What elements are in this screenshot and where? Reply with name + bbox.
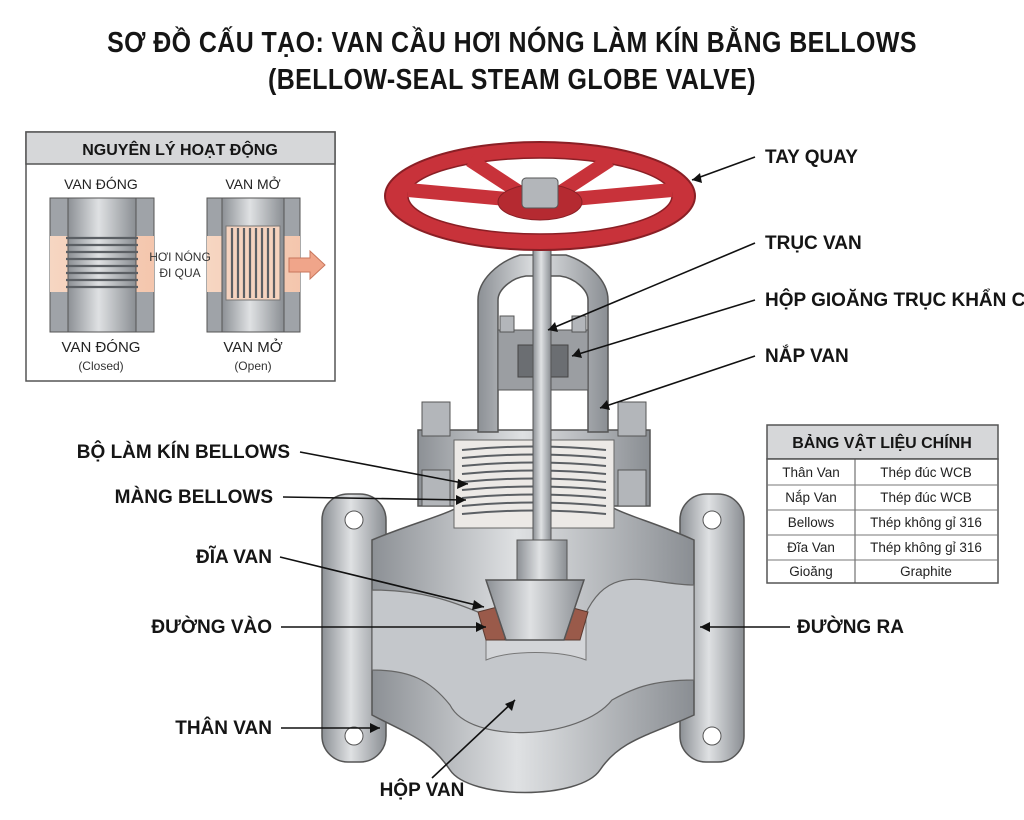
valve-stem [532,209,552,551]
materials-heading: BẢNG VẬT LIỆU CHÍNH [792,433,972,452]
flow-label-2: ĐI QUA [159,266,200,280]
closed-sketch [49,197,155,333]
valve-illustration [321,141,745,794]
label-chamber: HỘP VAN [380,779,465,801]
materials-table: BẢNG VẬT LIỆU CHÍNH Thân Van Thép đúc WC… [766,424,999,584]
row-material: Thép không gỉ 316 [870,515,982,530]
bolt-left [421,401,451,437]
row-material: Thép đúc WCB [880,465,972,480]
closed-bottom-label: VAN ĐÓNG [62,339,141,356]
title-line-2: (BELLOW-SEAL STEAM GLOBE VALVE) [267,64,757,96]
leader-lines [279,156,790,779]
title-line-1: SƠ ĐỒ CẤU TẠO: VAN CẦU HƠI NÓNG LÀM KÍN … [107,27,917,59]
closed-top-label: VAN ĐÓNG [64,176,138,192]
label-disc: ĐĨA VAN [196,546,272,568]
label-outlet: ĐƯỜNG RA [797,616,904,638]
open-sub-label: (Open) [234,359,271,373]
row-part: Nắp Van [785,490,837,505]
label-body: THÂN VAN [175,717,272,739]
leader-arrowheads [370,173,710,733]
row-material: Thép không gỉ 316 [870,540,982,555]
flow-label-1: HƠI NÓNG [149,249,211,264]
valve-disc [484,579,586,641]
flow-arrow-icon [288,249,326,281]
label-handwheel: TAY QUAY [765,147,858,168]
row-part: Bellows [788,515,835,530]
outlet-flange [679,493,745,763]
open-sketch [206,197,301,333]
closed-sub-label: (Closed) [78,359,123,373]
yoke [477,254,609,433]
row-part: Thân Van [782,465,840,480]
label-bonnet: NẮP VAN [765,345,849,367]
label-bellows-membrane: MÀNG BELLOWS [115,486,273,508]
row-material: Graphite [900,564,952,579]
row-part: Gioăng [789,564,833,579]
principle-heading: NGUYÊN LÝ HOẠT ĐỘNG [82,140,278,159]
label-stem: TRỤC VAN [765,233,862,254]
label-packing: HỘP GIOĂNG TRỤC KHẨN CẤP [765,289,1024,311]
row-material: Thép đúc WCB [880,490,972,505]
row-part: Đĩa Van [787,540,835,555]
principle-panel: NGUYÊN LÝ HOẠT ĐỘNG VAN ĐÓNG VAN MỞ [25,131,336,382]
bolt-right [617,401,647,437]
disc-holder [516,539,568,581]
label-inlet: ĐƯỜNG VÀO [151,616,272,638]
handwheel [384,141,696,251]
open-bottom-label: VAN MỞ [223,338,282,356]
label-bellows-seal: BỘ LÀM KÍN BELLOWS [77,441,290,463]
open-top-label: VAN MỞ [225,175,280,192]
